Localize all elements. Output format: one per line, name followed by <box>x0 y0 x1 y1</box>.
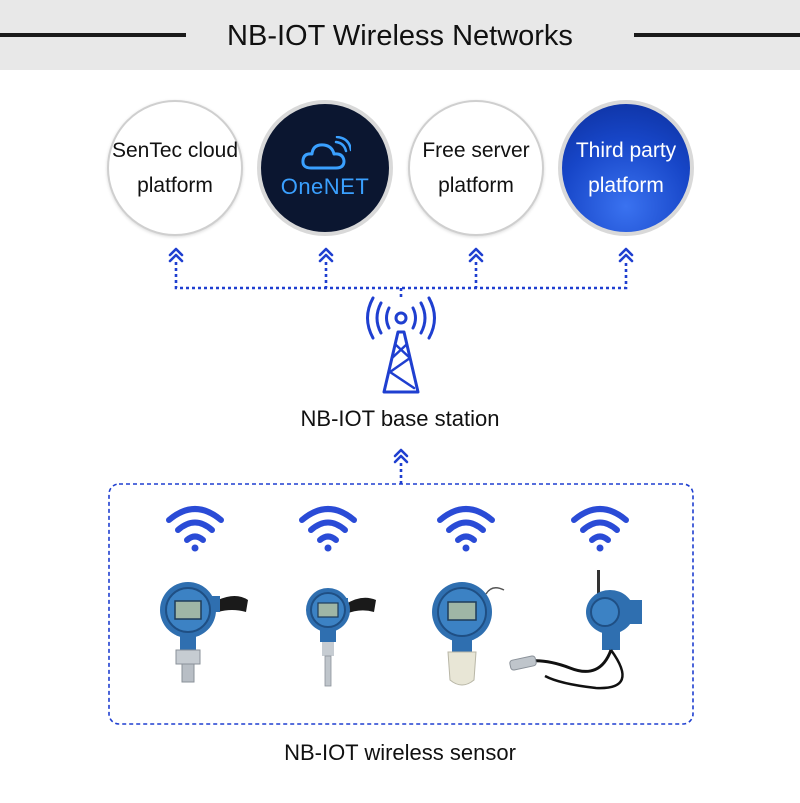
platform-third-party: Third party platform <box>558 100 694 236</box>
submersible-level-transmitter-icon <box>509 570 642 690</box>
platform-free-server: Free server platform <box>408 100 544 236</box>
cloud-wifi-icon <box>301 136 351 170</box>
header-rule-right <box>634 33 800 37</box>
platform-label-line1: SenTec cloud <box>111 139 239 162</box>
platform-label-line2: platform <box>137 174 213 197</box>
level-transmitter-icon <box>432 582 505 686</box>
temperature-transmitter-icon <box>306 588 376 687</box>
sensor-group-label: NB-IOT wireless sensor <box>284 740 516 765</box>
pressure-transmitter-icon <box>160 582 248 683</box>
header-rule-left <box>0 33 186 37</box>
uplink-chevron-icons <box>168 247 634 263</box>
header-banner: NB-IOT Wireless Networks <box>0 0 800 70</box>
platform-label-line2: platform <box>588 174 664 197</box>
onenet-logo-text: OneNET <box>280 174 370 199</box>
sensor-uplink-chevron-icon <box>393 448 409 464</box>
platform-connector-lines <box>174 262 628 300</box>
sensor-group-box <box>108 483 694 725</box>
wifi-signal-icons <box>169 509 626 552</box>
page-title: NB-IOT Wireless Networks <box>227 20 573 52</box>
platform-sentec-cloud: SenTec cloud platform <box>107 100 243 236</box>
platform-onenet: OneNET <box>257 100 393 236</box>
base-station-label: NB-IOT base station <box>300 406 500 431</box>
platform-label-line1: Free server <box>422 139 530 162</box>
platform-label-line2: platform <box>438 174 514 197</box>
radio-tower-icon <box>366 296 436 394</box>
platform-label-line1: Third party <box>575 139 677 162</box>
